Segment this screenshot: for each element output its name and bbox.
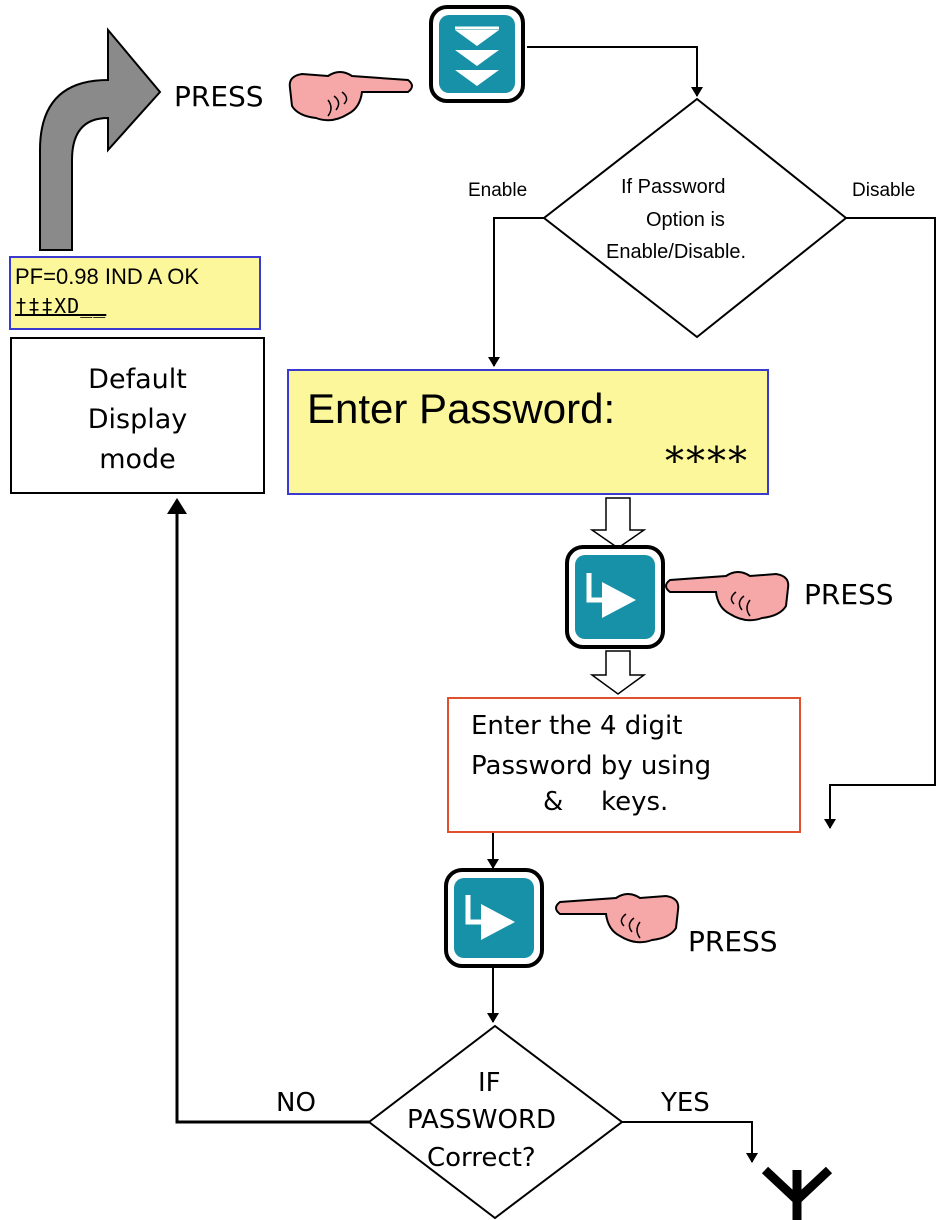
curved-arrow-icon (39, 27, 162, 251)
press-label-top: PRESS (174, 80, 264, 113)
scroll-down-button-icon[interactable] (429, 5, 525, 103)
lcd-line-2: †‡‡XD__ (15, 294, 107, 318)
enter-button-icon-bottom[interactable] (444, 868, 544, 968)
instruction-keys-word: keys. (601, 787, 669, 817)
connector-yes-branch (622, 1121, 758, 1163)
enter-button-icon-middle[interactable] (565, 545, 665, 649)
decision2-line3: Correct? (427, 1143, 536, 1173)
yes-branch-label: YES (661, 1088, 710, 1118)
no-branch-label: NO (276, 1088, 316, 1118)
enable-branch-label: Enable (468, 180, 528, 201)
decision2-line2: PASSWORD (407, 1105, 557, 1135)
instruction-line1: Enter the 4 digit (471, 711, 683, 741)
lcd-line-1: PF=0.98 IND A OK (15, 264, 200, 289)
pointing-hand-icon-top (288, 71, 413, 122)
hollow-arrow-1 (589, 497, 647, 549)
default-display-line3: mode (99, 444, 176, 475)
disable-branch-label: Disable (852, 180, 916, 201)
default-display-mode-box: Default Display mode (10, 337, 265, 494)
decision1-line2: Option is (646, 209, 725, 231)
enter-password-lcd: Enter Password: **** (287, 369, 769, 495)
instruction-box: Enter the 4 digit Password by using & ke… (447, 697, 801, 833)
default-display-lcd: PF=0.98 IND A OK †‡‡XD__ (9, 256, 261, 330)
decision1-line3: Enable/Disable. (606, 241, 747, 263)
connector-no-branch (167, 498, 369, 1124)
instruction-line2: Password by using (471, 751, 712, 781)
decision1-line1: If Password (621, 176, 726, 198)
connector-enable-branch (488, 217, 544, 367)
default-display-line2: Display (87, 404, 188, 435)
connector-disable-branch (824, 217, 936, 829)
password-prompt: Enter Password: (307, 385, 616, 432)
asterisk-end-icon (761, 1166, 833, 1220)
pointing-hand-icon-bottom (555, 893, 680, 944)
connector-top-to-decision (527, 46, 703, 97)
press-label-bottom: PRESS (688, 925, 778, 958)
password-mask: **** (665, 439, 749, 483)
decision-diamond-password-correct (367, 1024, 624, 1220)
default-display-line1: Default (88, 364, 187, 395)
hollow-arrow-2 (589, 650, 647, 695)
press-label-middle: PRESS (804, 578, 894, 611)
pointing-hand-icon-middle (665, 571, 790, 622)
decision2-line1: IF (478, 1068, 501, 1098)
instruction-ampersand: & (543, 787, 564, 817)
decision-diamond-password-option (542, 97, 848, 339)
